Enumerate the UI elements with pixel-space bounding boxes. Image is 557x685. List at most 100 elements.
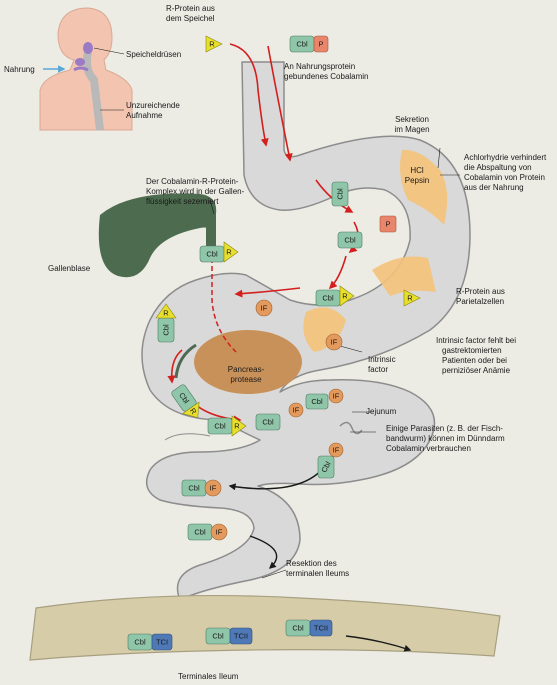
tci-label: TCI — [156, 638, 168, 647]
cbl-label: Cbl — [344, 236, 356, 245]
cbl-stomach-1: Cbl — [331, 181, 349, 207]
cbl-label: Cbl — [262, 418, 274, 427]
label-pancreas-1: Pancreas- — [228, 365, 265, 374]
text-labels: Nahrung Speicheldrüsen Unzureichende Auf… — [4, 4, 547, 681]
label-speicheldruesen: Speicheldrüsen — [126, 50, 181, 59]
gallbladder — [98, 193, 217, 278]
label-achlorhydrie-1: Achlorhydrie verhindert — [464, 153, 547, 162]
label-r-parietal-2: Parietalzellen — [456, 297, 504, 306]
r-protein-parietal: R — [403, 289, 421, 307]
terminal-ileum — [29, 594, 501, 661]
cbl-if-ileum-2: Cbl IF — [187, 523, 228, 541]
label-r-parietal-1: R-Protein aus — [456, 287, 505, 296]
cbl-label: Cbl — [194, 528, 206, 537]
cbl-label: Cbl — [206, 250, 218, 259]
cbl-tci: Cbl TCI — [127, 633, 173, 651]
cbl-label: Cbl — [188, 484, 200, 493]
label-nahrung: Nahrung — [4, 65, 35, 74]
if-label: IF — [293, 406, 300, 415]
cbl-label: Cbl — [212, 632, 224, 641]
leader-line — [93, 47, 125, 55]
label-pancreas-2: protease — [230, 375, 262, 384]
if-label: IF — [210, 484, 217, 493]
label-r-speichel-1: R-Protein aus — [166, 4, 215, 13]
if-label: IF — [333, 392, 340, 401]
r-label: R — [163, 309, 169, 318]
cbl-r-lower: Cbl R — [207, 415, 247, 437]
label-if-fehlt-3: Patienten oder bei — [442, 356, 507, 365]
cbl-label: Cbl — [292, 624, 304, 633]
label-achlorhydrie-3: Cobalamin von Protein — [464, 173, 545, 182]
if-stomach-2: IF — [325, 333, 343, 351]
r-label: R — [234, 422, 240, 431]
leader-lines — [209, 147, 460, 579]
cbl-label: Cbl — [311, 397, 323, 406]
r-label: R — [188, 406, 199, 416]
if-label: IF — [216, 528, 223, 537]
pancreas — [194, 330, 302, 394]
cbl-r-stomach: Cbl R — [315, 285, 355, 307]
cbl-p-complex-food: Cbl P — [289, 35, 329, 53]
label-sekretion-2: im Magen — [394, 125, 429, 134]
label-if-fehlt-1: Intrinsic factor fehlt bei — [436, 336, 516, 345]
label-sekretion-1: Sekretion — [395, 115, 429, 124]
label-komplex-3: flüssigkeit sezerniert — [146, 197, 219, 206]
token-layer: Cbl P R Cbl P Cbl Cbl R — [127, 35, 421, 651]
bile-duct — [211, 250, 237, 353]
cbl-label: Cbl — [336, 188, 345, 200]
label-resektion-2: terminalen Ileums — [286, 569, 349, 578]
label-intrinsic-1: Intrinsic — [368, 355, 396, 364]
if-label: IF — [331, 338, 338, 347]
tcii-label: TCII — [314, 624, 328, 633]
p-label: P — [318, 40, 323, 49]
parasite-icon — [339, 421, 363, 435]
cbl-if-ileum-1: Cbl IF — [181, 479, 222, 497]
cbl-label: Cbl — [322, 294, 334, 303]
cbl-label: Cbl — [214, 422, 226, 431]
label-parasiten-1: Einige Parasiten (z. B. der Fisch- — [386, 424, 503, 433]
label-pepsin: Pepsin — [405, 176, 429, 185]
label-hcl: HCl — [410, 166, 424, 175]
label-gallenblase: Gallenblase — [48, 264, 91, 273]
label-resektion-1: Resektion des — [286, 559, 337, 568]
cbl-r-duodenum: Cbl R — [155, 303, 177, 343]
r-label: R — [342, 292, 348, 301]
label-achlorhydrie-2: die Abspaltung von — [464, 163, 532, 172]
if-label: IF — [333, 446, 340, 455]
cbl-if-loop: Cbl IF — [317, 442, 344, 479]
p-stomach: P — [379, 215, 397, 233]
label-unzureichende-2: Aufnahme — [126, 111, 163, 120]
cbl-tcii-2: Cbl TCII — [285, 619, 333, 637]
flow-arrows — [167, 43, 359, 424]
if-label: IF — [261, 304, 268, 313]
cbl-label: Cbl — [162, 324, 171, 336]
label-r-speichel-2: dem Speichel — [166, 14, 215, 23]
cbl-stomach-2: Cbl — [337, 231, 363, 249]
label-jejunum: Jejunum — [366, 407, 397, 416]
label-komplex-1: Der Cobalamin-R-Protein- — [146, 177, 239, 186]
if-stomach: IF — [255, 299, 273, 317]
tcii-label: TCII — [234, 632, 248, 641]
label-achlorhydrie-4: aus der Nahrung — [464, 183, 524, 192]
cbl-label: Cbl — [296, 40, 308, 49]
label-terminales-ileum: Terminales Ileum — [178, 672, 239, 681]
salivary-gland-icon — [83, 42, 93, 54]
p-label: P — [385, 220, 390, 229]
r-protein-saliva: R — [205, 35, 223, 53]
cbl-label: Cbl — [134, 638, 146, 647]
label-intrinsic-2: factor — [368, 365, 388, 374]
label-parasiten-2: bandwurm) können im Dünndarm — [386, 434, 505, 443]
label-if-fehlt-2: gastrektomierten — [442, 346, 502, 355]
label-if-fehlt-4: perniziöser Anämie — [442, 366, 511, 375]
label-nahrungsprotein-1: An Nahrungsprotein — [284, 62, 355, 71]
cbl-tcii-1: Cbl TCII — [205, 627, 253, 645]
r-triangle — [205, 35, 223, 53]
cbl-r-bile: Cbl R — [199, 241, 239, 263]
gastric-secretion — [303, 149, 448, 352]
salivary-gland-icon — [75, 58, 85, 66]
label-unzureichende-1: Unzureichende — [126, 101, 180, 110]
cbl-if-jejunum: Cbl IF — [305, 388, 344, 410]
if-jejunum: IF — [288, 402, 304, 418]
label-parasiten-3: Cobalamin verbrauchen — [386, 444, 471, 453]
duct — [174, 343, 197, 379]
